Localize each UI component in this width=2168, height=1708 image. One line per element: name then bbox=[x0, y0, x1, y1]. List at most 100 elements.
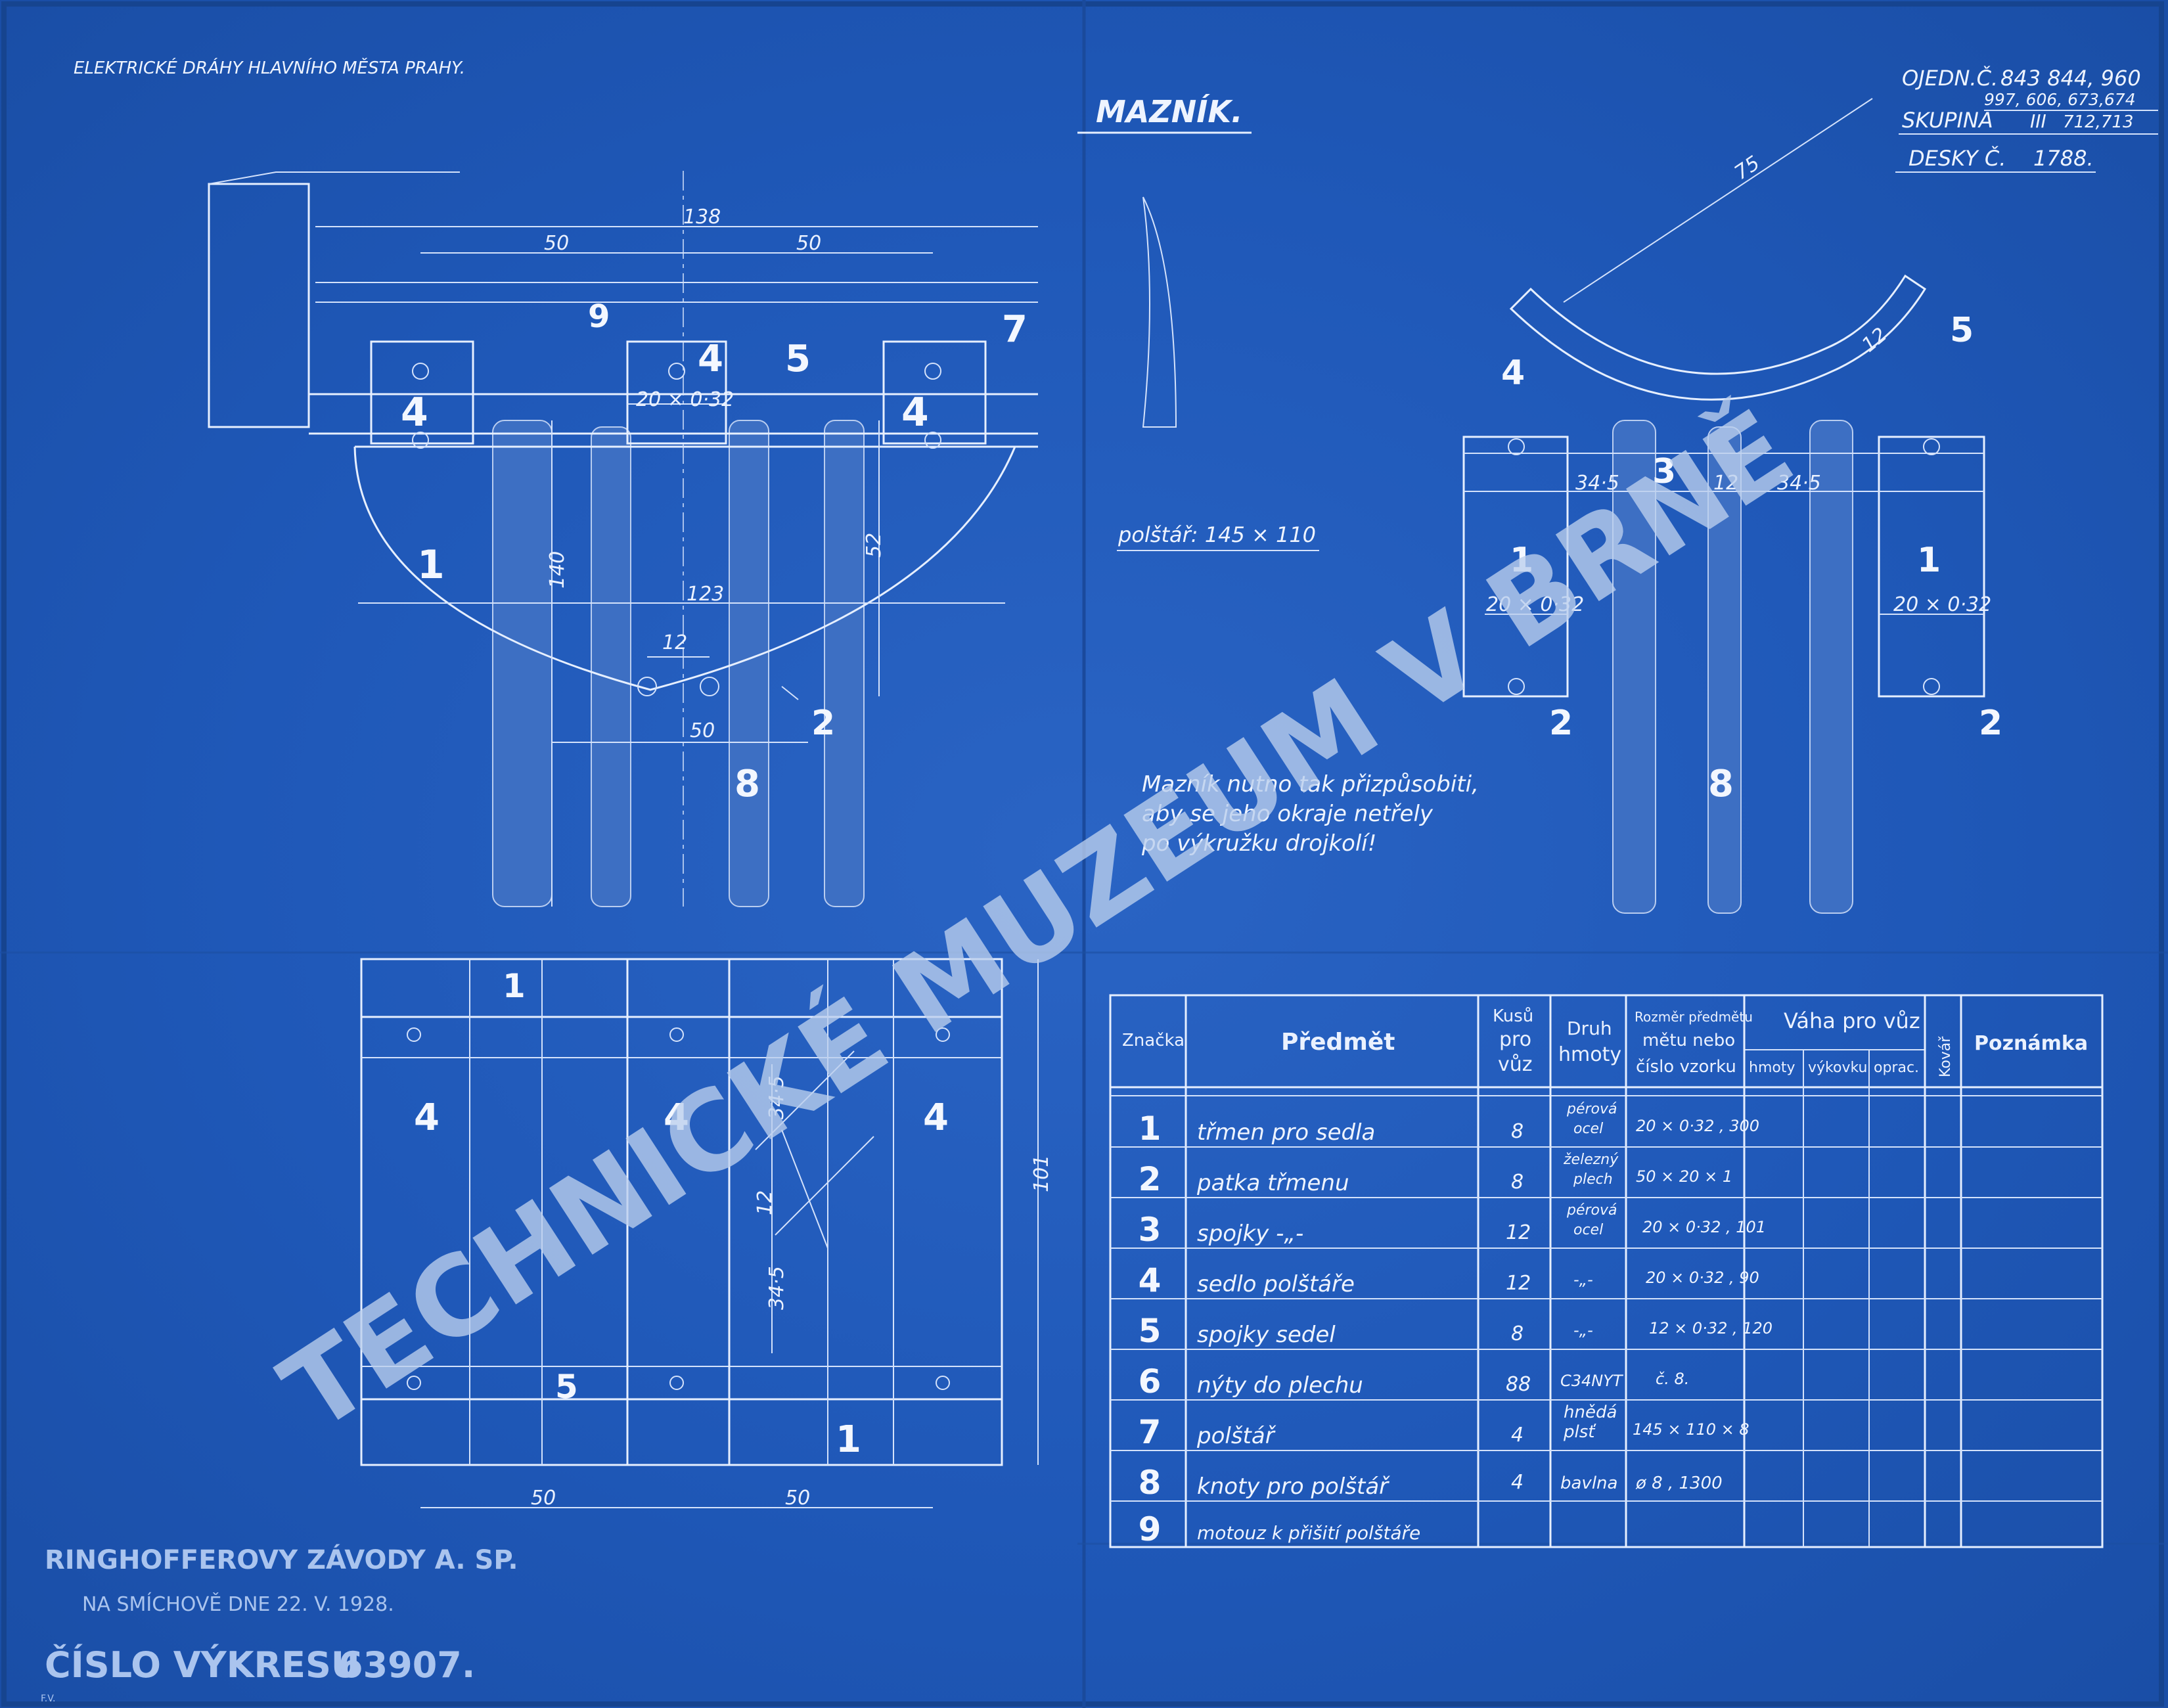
dim-140: 140 bbox=[546, 551, 569, 589]
fitting-note-line: Mazník nutno tak přizpůsobiti, bbox=[1142, 771, 1479, 798]
table-row: 5 spojky sedel 8 -„- 12 × 0·32 , 120 bbox=[1139, 1312, 1773, 1350]
dim-12: 12 bbox=[754, 1190, 777, 1215]
group-numeral: III bbox=[2030, 110, 2046, 132]
table-row: 9 motouz k přišití polštáře bbox=[1139, 1510, 1421, 1548]
dim-34-5: 34·5 bbox=[1777, 472, 1821, 495]
part-label-3: 3 bbox=[1652, 452, 1676, 491]
column-header-material: hmoty bbox=[1558, 1043, 1621, 1066]
row-size: 145 × 110 × 8 bbox=[1633, 1420, 1750, 1439]
group-numbers: 712,713 bbox=[2063, 112, 2134, 132]
part-label-8: 8 bbox=[734, 763, 760, 805]
row-material: -„- bbox=[1573, 1270, 1593, 1289]
row-qty: 12 bbox=[1506, 1221, 1531, 1244]
part-label-4: 4 bbox=[414, 1096, 440, 1139]
table-row: 1 třmen pro sedla 8 pérová ocel 20 × 0·3… bbox=[1139, 1101, 1759, 1148]
plate-number: 1788. bbox=[2033, 146, 2094, 171]
dim-138: 138 bbox=[683, 206, 721, 229]
drawing-number-label: ČÍSLO VÝKRESU bbox=[45, 1644, 360, 1686]
column-header-size: Rozměr předmětu bbox=[1635, 1009, 1753, 1025]
dim-12: 12 bbox=[1858, 323, 1892, 357]
row-mark: 6 bbox=[1139, 1362, 1162, 1401]
dim-50: 50 bbox=[531, 1487, 556, 1510]
fitting-note-line: po výkružku drojkolí! bbox=[1141, 830, 1376, 857]
row-material: C34NYT bbox=[1560, 1372, 1624, 1390]
row-material: bavlna bbox=[1560, 1473, 1617, 1493]
row-material: hnědá bbox=[1564, 1403, 1617, 1422]
row-material: železný bbox=[1563, 1152, 1619, 1168]
part-label-1: 1 bbox=[1510, 541, 1533, 580]
dim-12: 12 bbox=[1713, 472, 1738, 495]
dim-34-5: 34·5 bbox=[765, 1075, 788, 1119]
column-header-weight-raw: hmoty bbox=[1749, 1060, 1795, 1076]
row-qty: 8 bbox=[1511, 1171, 1524, 1194]
fitting-note-line: aby se jeho okraje netřely bbox=[1142, 801, 1434, 827]
drafter-initials: F.V. bbox=[41, 1694, 55, 1704]
row-size: 20 × 0·32 , 300 bbox=[1636, 1117, 1759, 1135]
row-item: spojky -„- bbox=[1197, 1221, 1303, 1247]
part-label-1: 1 bbox=[1917, 541, 1941, 580]
row-material: ocel bbox=[1573, 1222, 1603, 1238]
table-row: 4 sedlo polštáře 12 -„- 20 × 0·32 , 90 bbox=[1139, 1261, 1759, 1299]
drawing-number: 63907. bbox=[338, 1644, 475, 1686]
row-size: č. 8. bbox=[1656, 1370, 1689, 1388]
table-row: 6 nýty do plechu 88 C34NYT č. 8. bbox=[1139, 1362, 1690, 1401]
row-size: 20 × 0·32 , 101 bbox=[1642, 1218, 1766, 1236]
part-label-1: 1 bbox=[417, 542, 445, 588]
maker-name: RINGHOFFEROVY ZÁVODY A. SP. bbox=[45, 1544, 518, 1575]
row-mark: 1 bbox=[1139, 1110, 1162, 1148]
pad-size-note: polštář: 145 × 110 bbox=[1118, 522, 1316, 547]
row-item: sedlo polštáře bbox=[1197, 1271, 1355, 1297]
column-header-qty: Kusů bbox=[1493, 1006, 1533, 1026]
row-mark: 3 bbox=[1139, 1211, 1162, 1249]
column-header-qty: pro bbox=[1499, 1028, 1531, 1051]
part-label-4: 4 bbox=[698, 338, 723, 380]
maker-stamp: RINGHOFFEROVY ZÁVODY A. SP. NA SMÍCHOVĚ … bbox=[41, 1544, 518, 1704]
table-row: 2 patka třmenu 8 železný plech 50 × 20 ×… bbox=[1139, 1152, 1732, 1198]
place-date: NA SMÍCHOVĚ DNE 22. V. 1928. bbox=[82, 1592, 394, 1616]
part-label-2: 2 bbox=[1979, 704, 2002, 743]
dim-strip: 20 × 0·32 bbox=[1486, 593, 1584, 616]
dim-50: 50 bbox=[690, 719, 715, 742]
dim-123: 123 bbox=[687, 583, 724, 606]
parts-table: Značka Předmět Kusů pro vůz Druh hmoty R… bbox=[1109, 994, 2104, 1548]
row-item: spojky sedel bbox=[1197, 1322, 1336, 1348]
row-size: 20 × 0·32 , 90 bbox=[1646, 1269, 1759, 1287]
plate-label: DESKY Č. bbox=[1908, 145, 2006, 171]
row-material: pérová bbox=[1566, 1202, 1617, 1219]
row-item: polštář bbox=[1196, 1423, 1276, 1449]
row-size: 50 × 20 × 1 bbox=[1636, 1167, 1732, 1186]
row-item: knoty pro polštář bbox=[1197, 1473, 1390, 1500]
row-qty: 4 bbox=[1511, 1424, 1524, 1447]
table-row: 7 polštář 4 hnědá plsť 145 × 110 × 8 bbox=[1139, 1403, 1750, 1451]
column-header-size: mětu nebo bbox=[1642, 1031, 1735, 1050]
dim-strip: 20 × 0·32 bbox=[636, 388, 734, 411]
part-label-8: 8 bbox=[1708, 763, 1734, 805]
dim-34-5: 34·5 bbox=[765, 1266, 788, 1310]
table-row: 8 knoty pro polštář 4 bavlna ø 8 , 1300 bbox=[1139, 1464, 1723, 1502]
column-header-mark: Značka bbox=[1122, 1031, 1185, 1050]
order-numbers-extra: 997, 606, 673,674 bbox=[1984, 90, 2136, 109]
page-title: MAZNÍK. bbox=[1096, 94, 1242, 129]
row-qty: 8 bbox=[1511, 1322, 1524, 1345]
row-mark: 9 bbox=[1139, 1510, 1162, 1548]
dim-strip: 20 × 0·32 bbox=[1893, 593, 1991, 616]
dim-101: 101 bbox=[1030, 1155, 1053, 1192]
part-label-4: 4 bbox=[401, 390, 428, 436]
dim-75: 75 bbox=[1730, 152, 1764, 185]
row-material: plsť bbox=[1563, 1422, 1596, 1442]
table-row: 3 spojky -„- 12 pérová ocel 20 × 0·32 , … bbox=[1139, 1202, 1766, 1249]
dim-50: 50 bbox=[544, 232, 569, 255]
part-label-9: 9 bbox=[588, 298, 610, 335]
column-header-remark: Poznámka bbox=[1974, 1032, 2088, 1055]
part-label-4: 4 bbox=[1501, 353, 1525, 393]
column-header-weight-forging: výkovku bbox=[1808, 1060, 1867, 1076]
row-mark: 2 bbox=[1139, 1160, 1162, 1198]
order-block: OJEDN.Č. 843 844, 960 997, 606, 673,674 … bbox=[1895, 65, 2158, 173]
row-item: patka třmenu bbox=[1196, 1170, 1349, 1196]
row-item: motouz k přišití polštáře bbox=[1197, 1522, 1420, 1544]
part-label-2: 2 bbox=[1549, 704, 1573, 743]
row-size: 12 × 0·32 , 120 bbox=[1649, 1319, 1773, 1337]
column-header-size: číslo vzorku bbox=[1636, 1057, 1736, 1077]
column-header-smith: Kovář bbox=[1937, 1036, 1954, 1077]
